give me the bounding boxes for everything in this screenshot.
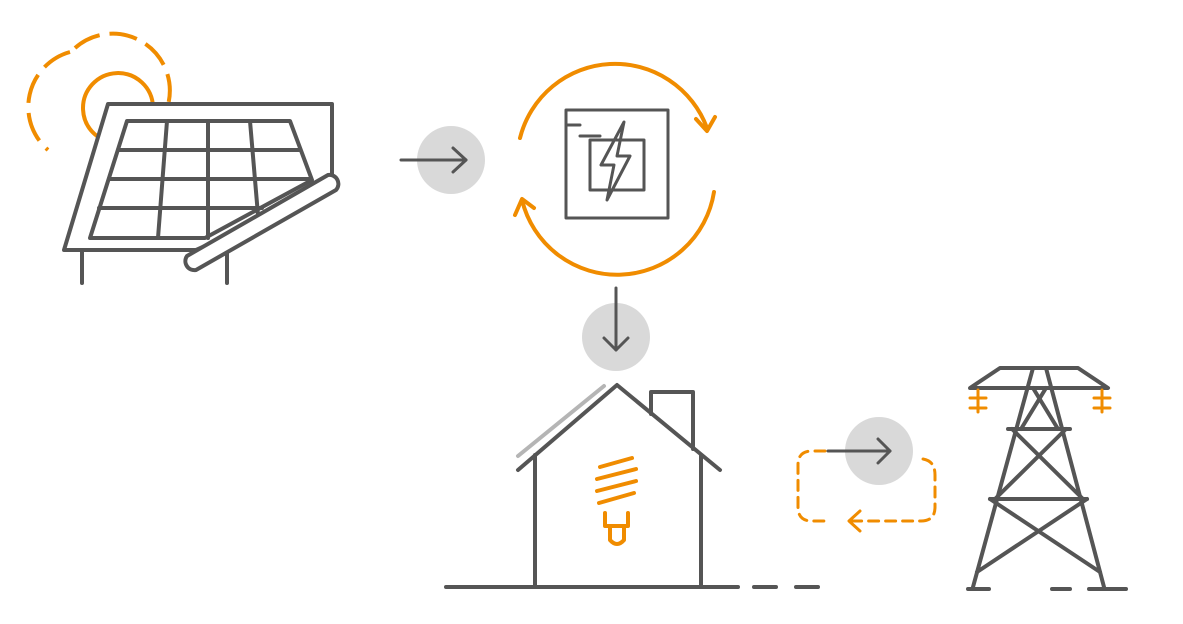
transmission-tower-icon <box>966 366 1128 591</box>
light-bulb-icon <box>595 456 638 546</box>
arrow-down-icon <box>582 286 650 371</box>
solar-panel-icon <box>62 102 341 285</box>
dashed-return-arrow-icon <box>796 449 937 533</box>
arrow-right-icon <box>826 417 913 485</box>
inverter-icon <box>513 61 717 277</box>
arrow-right-icon <box>399 126 485 194</box>
house-icon <box>444 383 820 589</box>
